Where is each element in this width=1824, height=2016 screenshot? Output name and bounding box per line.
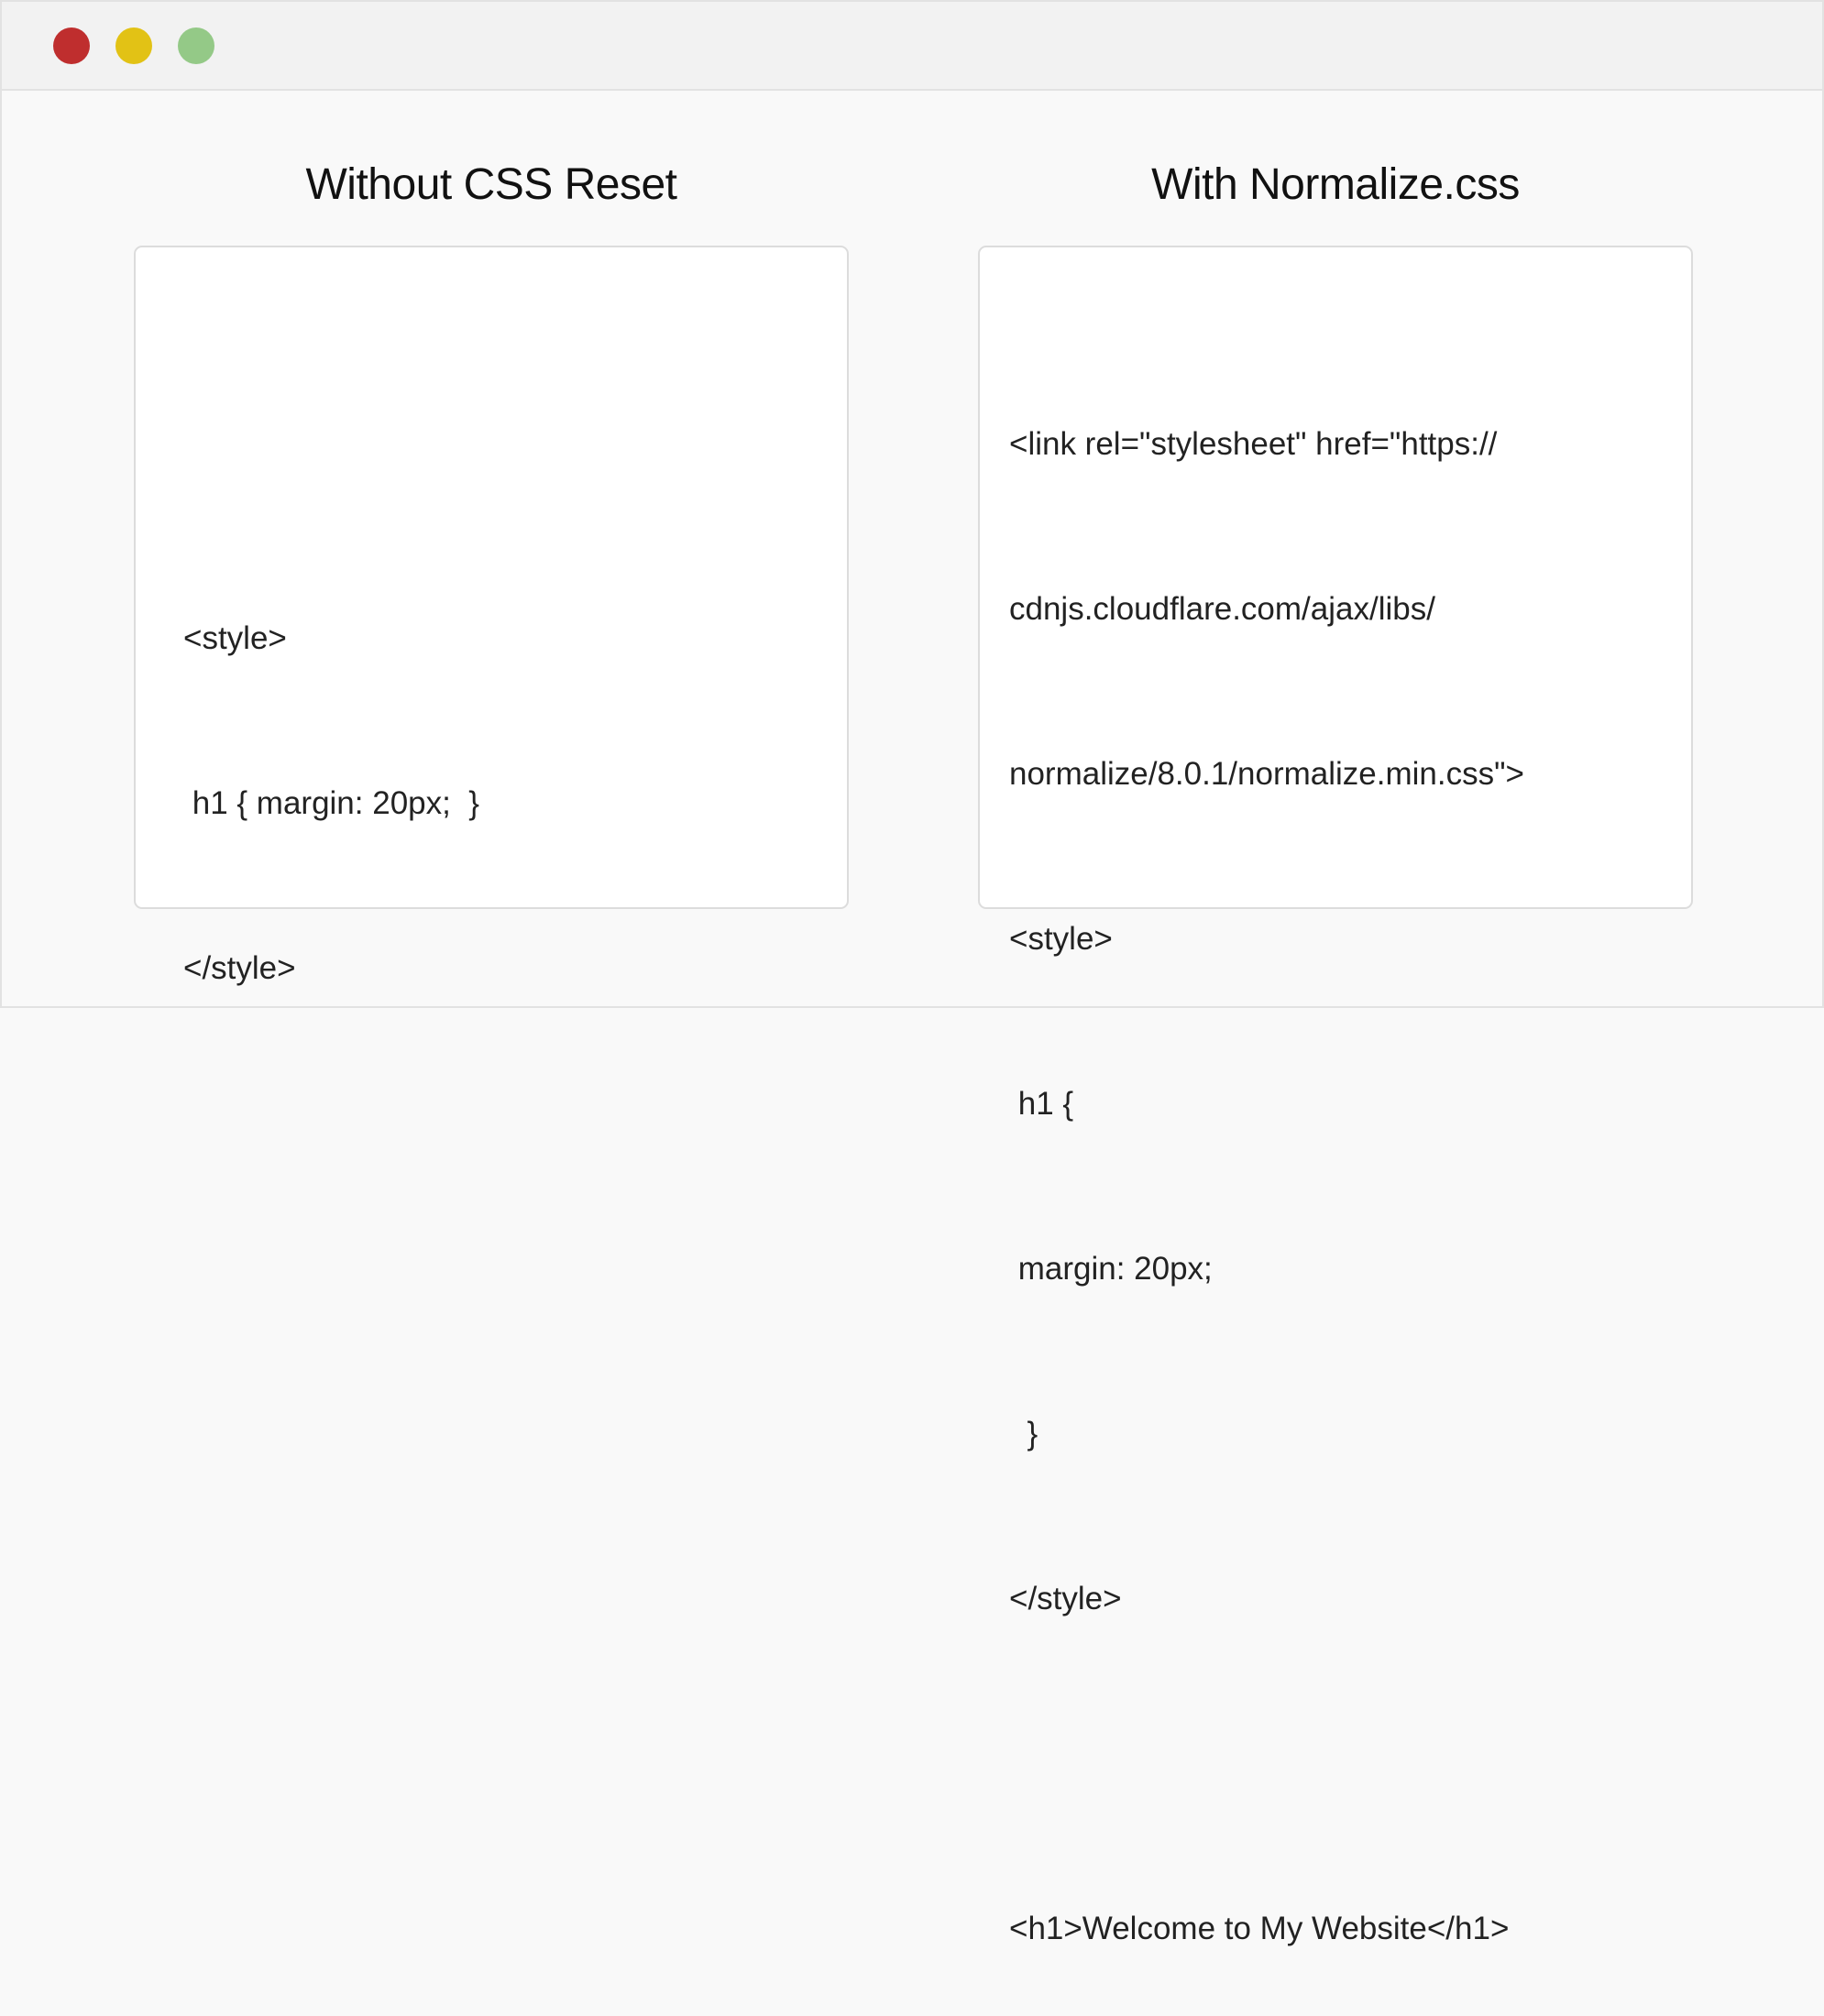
code-line: } xyxy=(1009,1416,1038,1452)
minimize-window-icon[interactable] xyxy=(115,27,152,64)
code-line: margin: 20px; xyxy=(1009,1251,1213,1287)
code-line: </style> xyxy=(1009,1581,1122,1616)
code-card-with-normalize: <link rel="stylesheet" href="https:// cd… xyxy=(978,246,1693,1946)
code-line: </style> xyxy=(183,950,296,986)
code-line xyxy=(1009,1737,1524,1791)
code-line: <h1>Welcome to My Website</h1> xyxy=(1009,1911,1510,1946)
window-titlebar xyxy=(2,2,1822,91)
code-block: <link rel="stylesheet" href="https:// cd… xyxy=(1009,307,1524,2016)
code-line: <style> xyxy=(1009,921,1113,957)
browser-window: Without CSS Reset With Normalize.css <st… xyxy=(0,0,1824,1946)
code-line: h1 { margin: 20px; } xyxy=(183,785,479,821)
panel-title-with-normalize: With Normalize.css xyxy=(1151,160,1520,209)
code-line: <link rel="stylesheet" href="https:// xyxy=(1009,426,1498,462)
close-window-icon[interactable] xyxy=(53,27,90,64)
code-block: <style> h1 { margin: 20px; } </style> xyxy=(183,501,479,1106)
code-line: h1 { xyxy=(1009,1086,1074,1122)
code-line: <style> xyxy=(183,620,287,656)
maximize-window-icon[interactable] xyxy=(178,27,214,64)
code-card-without-reset: <style> h1 { margin: 20px; } </style> xyxy=(134,246,849,986)
code-line: normalize/8.0.1/normalize.min.css"> xyxy=(1009,756,1524,792)
panel-title-without-reset: Without CSS Reset xyxy=(305,160,677,209)
code-line: cdnjs.cloudflare.com/ajax/libs/ xyxy=(1009,591,1435,627)
